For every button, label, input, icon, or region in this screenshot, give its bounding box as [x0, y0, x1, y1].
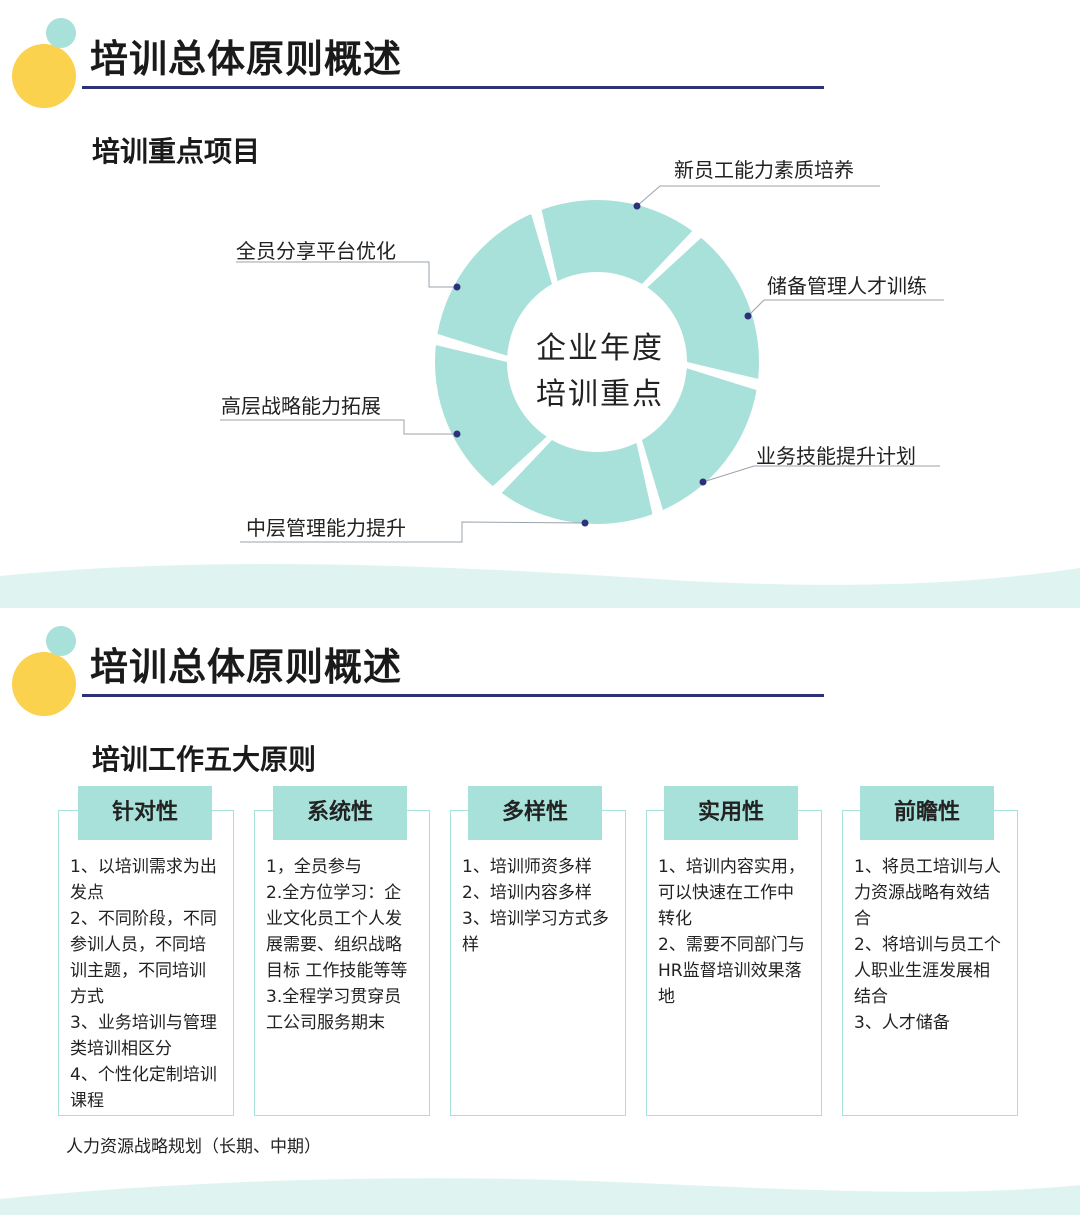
focus-item-middle-management: 中层管理能力提升 — [246, 516, 406, 540]
section-subtitle: 培训重点项目 — [92, 135, 261, 168]
leader-line-business-skills — [702, 465, 940, 483]
ring-leader-lines — [220, 185, 944, 543]
slide-five-principles: 培训总体原则概述 培训工作五大原则 针对性 1、以培训需求为出发点 2、不同阶段… — [0, 608, 1080, 1215]
decor-yellow-circle — [12, 44, 76, 108]
principles-columns: 针对性 1、以培训需求为出发点 2、不同阶段，不同参训人员，不同培 训主题，不同… — [0, 608, 1080, 1215]
ring-segment-sharing-platform — [437, 214, 552, 356]
focus-item-sharing-platform: 全员分享平台优化 — [236, 239, 396, 263]
principle-card — [646, 810, 822, 1116]
ring-segment-new-employee — [541, 200, 693, 285]
bottom-wave-decor — [0, 563, 1080, 608]
section-subtitle: 培训工作五大原则 — [92, 743, 317, 776]
leader-line-sharing-platform — [236, 261, 457, 288]
leader-line-middle-management — [240, 521, 586, 543]
principle-card — [254, 810, 430, 1116]
principle-heading: 实用性 — [664, 786, 798, 840]
principle-heading: 系统性 — [273, 786, 407, 840]
focus-ring-diagram — [220, 185, 944, 543]
slide-training-focus: 培训总体原则概述 培训重点项目 企业年度 培训重点 新员工能力素质培养 储备管理… — [0, 18, 1080, 608]
focus-item-senior-strategy: 高层战略能力拓展 — [221, 394, 381, 418]
leader-dot-new-employee — [633, 202, 641, 210]
principle-heading: 前瞻性 — [860, 786, 994, 840]
leader-line-reserve-managers — [747, 299, 944, 317]
decor-teal-circle — [46, 626, 76, 656]
slide-title: 培训总体原则概述 — [90, 37, 403, 81]
ring-segment-reserve-managers — [647, 237, 759, 379]
focus-item-business-skills: 业务技能提升计划 — [756, 444, 916, 468]
focus-item-reserve-managers: 储备管理人才训练 — [767, 274, 927, 298]
principle-body: 1、以培训需求为出发点 2、不同阶段，不同参训人员，不同培 训主题，不同培训方式… — [70, 857, 217, 1111]
leader-dot-senior-strategy — [453, 430, 461, 438]
leader-line-new-employee — [636, 185, 880, 207]
ring-segment-middle-management — [501, 439, 653, 525]
bottom-wave-decor — [0, 1178, 1080, 1215]
focus-item-new-employee: 新员工能力素质培养 — [674, 158, 854, 182]
title-underline — [82, 86, 824, 89]
leader-line-senior-strategy — [220, 419, 457, 435]
principle-heading: 针对性 — [78, 786, 212, 840]
ring-segments — [435, 200, 759, 525]
ring-segment-business-skills — [642, 368, 757, 510]
leader-dot-reserve-managers — [744, 312, 752, 320]
principle-card — [842, 810, 1018, 1116]
principle-card — [450, 810, 626, 1116]
leader-dot-business-skills — [699, 478, 707, 486]
leader-dot-sharing-platform — [453, 283, 461, 291]
ring-center-label: 企业年度 培训重点 — [500, 326, 700, 418]
slide-title: 培训总体原则概述 — [90, 645, 403, 689]
decor-teal-circle — [46, 18, 76, 48]
title-underline — [82, 694, 824, 697]
decor-yellow-circle — [12, 652, 76, 716]
ring-center-line2: 培训重点 — [536, 377, 664, 412]
ring-segment-senior-strategy — [435, 345, 547, 487]
principle-heading: 多样性 — [468, 786, 602, 840]
footnote: 人力资源战略规划（长期、中期） — [66, 1137, 321, 1157]
ring-center-line1: 企业年度 — [536, 331, 664, 366]
principle-card — [58, 810, 234, 1116]
leader-dot-middle-management — [581, 519, 589, 527]
